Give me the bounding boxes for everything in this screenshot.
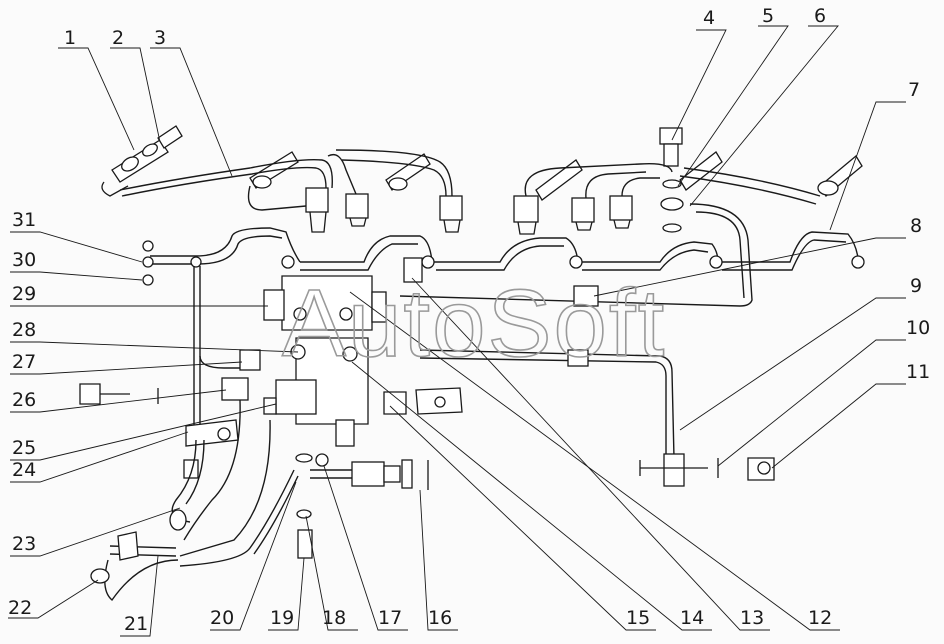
callout-20: 20 [210, 607, 234, 629]
callout-23: 23 [12, 533, 36, 555]
callout-5: 5 [762, 5, 774, 27]
callout-7: 7 [908, 79, 920, 101]
callout-22: 22 [8, 597, 32, 619]
callout-30: 30 [12, 249, 36, 271]
callout-8: 8 [910, 215, 922, 237]
callout-27: 27 [12, 351, 36, 373]
callout-17: 17 [378, 607, 402, 629]
watermark-text: AutoSoft [282, 270, 666, 377]
callout-19: 19 [270, 607, 294, 629]
callout-2: 2 [112, 27, 124, 49]
callout-11: 11 [906, 361, 930, 383]
right-fittings [383, 387, 775, 481]
banjo-bolt-top [659, 127, 684, 233]
callout-28: 28 [12, 319, 36, 341]
return-rail [142, 227, 865, 440]
injector-left-far [101, 125, 183, 197]
callout-13: 13 [740, 607, 764, 629]
callout-15: 15 [626, 607, 650, 629]
callout-31: 31 [12, 209, 36, 231]
callout-3: 3 [154, 27, 166, 49]
callout-10: 10 [906, 317, 930, 339]
callout-4: 4 [703, 7, 715, 29]
callout-21: 21 [124, 613, 148, 635]
fuel-line-right [399, 203, 753, 487]
callout-18: 18 [322, 607, 346, 629]
injector-group-left [249, 151, 463, 233]
high-pressure-pipes [119, 149, 821, 211]
leader-lines [8, 25, 906, 637]
callout-25: 25 [12, 437, 36, 459]
callout-14: 14 [680, 607, 704, 629]
callout-9: 9 [910, 275, 922, 297]
callout-12: 12 [808, 607, 832, 629]
lower-return-pipes [90, 399, 299, 602]
left-fittings [79, 349, 317, 479]
callout-16: 16 [428, 607, 452, 629]
callout-1: 1 [64, 27, 76, 49]
callout-26: 26 [12, 389, 36, 411]
lower-fittings [295, 453, 429, 559]
callout-29: 29 [12, 283, 36, 305]
callout-24: 24 [12, 459, 36, 481]
callout-labels: 1 2 3 4 5 6 7 8 9 10 11 12 13 14 15 16 1… [8, 5, 930, 635]
callout-6: 6 [814, 5, 826, 27]
